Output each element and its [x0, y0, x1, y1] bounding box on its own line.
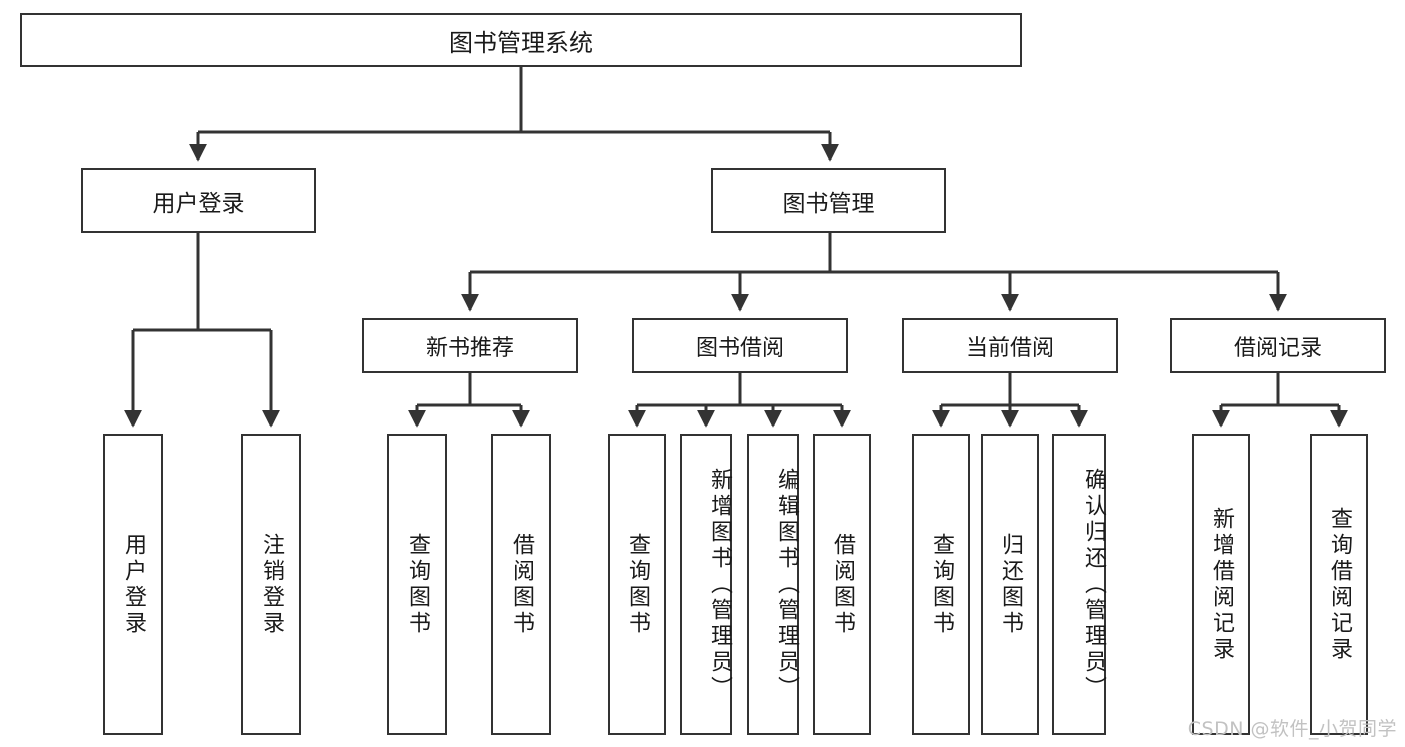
leaf-borrow-query-book[interactable]: 查询图书: [608, 434, 666, 735]
node-label: 借阅图书: [830, 532, 855, 637]
node-label: 归还图书: [998, 532, 1023, 637]
leaf-recommend-query-book[interactable]: 查询图书: [387, 434, 447, 735]
node-book-management[interactable]: 图书管理: [711, 168, 946, 233]
node-root-system[interactable]: 图书管理系统: [20, 13, 1022, 67]
node-label: 新增借阅记录: [1209, 506, 1234, 663]
node-user-login[interactable]: 用户登录: [81, 168, 316, 233]
node-label: 注销登录: [259, 532, 284, 637]
leaf-recommend-borrow-book[interactable]: 借阅图书: [491, 434, 551, 735]
node-label: 查询借阅记录: [1327, 506, 1352, 663]
node-label: 新增图书（管理员）: [707, 467, 732, 702]
leaf-user-login-signout[interactable]: 注销登录: [241, 434, 301, 735]
leaf-borrow-edit-book-admin[interactable]: 编辑图书（管理员）: [747, 434, 799, 735]
node-label: 查询图书: [625, 532, 650, 637]
leaf-user-login-signin[interactable]: 用户登录: [103, 434, 163, 735]
node-new-book-recommend[interactable]: 新书推荐: [362, 318, 578, 373]
leaf-current-confirm-return-admin[interactable]: 确认归还（管理员）: [1052, 434, 1106, 735]
leaf-current-query-book[interactable]: 查询图书: [912, 434, 970, 735]
leaf-current-return-book[interactable]: 归还图书: [981, 434, 1039, 735]
node-label: 查询图书: [929, 532, 954, 637]
node-label: 新书推荐: [425, 335, 514, 361]
leaf-borrow-add-book-admin[interactable]: 新增图书（管理员）: [680, 434, 732, 735]
node-current-borrow[interactable]: 当前借阅: [902, 318, 1118, 373]
watermark-text: CSDN @软件_小贺同学: [1187, 718, 1397, 740]
leaf-record-query-record[interactable]: 查询借阅记录: [1310, 434, 1368, 735]
node-label: 图书借阅: [695, 335, 784, 361]
node-label: 查询图书: [405, 532, 430, 637]
node-label: 编辑图书（管理员）: [774, 467, 799, 702]
node-label: 图书管理系统: [449, 28, 593, 57]
node-label: 借阅图书: [509, 532, 534, 637]
node-label: 当前借阅: [965, 335, 1054, 361]
node-label: 借阅记录: [1233, 335, 1322, 361]
node-label: 确认归还（管理员）: [1081, 467, 1106, 702]
leaf-record-add-record[interactable]: 新增借阅记录: [1192, 434, 1250, 735]
node-book-borrow[interactable]: 图书借阅: [632, 318, 848, 373]
node-label: 用户登录: [121, 532, 146, 637]
node-label: 图书管理: [782, 190, 875, 217]
node-borrow-record[interactable]: 借阅记录: [1170, 318, 1386, 373]
node-label: 用户登录: [152, 190, 245, 217]
leaf-borrow-borrow-book[interactable]: 借阅图书: [813, 434, 871, 735]
